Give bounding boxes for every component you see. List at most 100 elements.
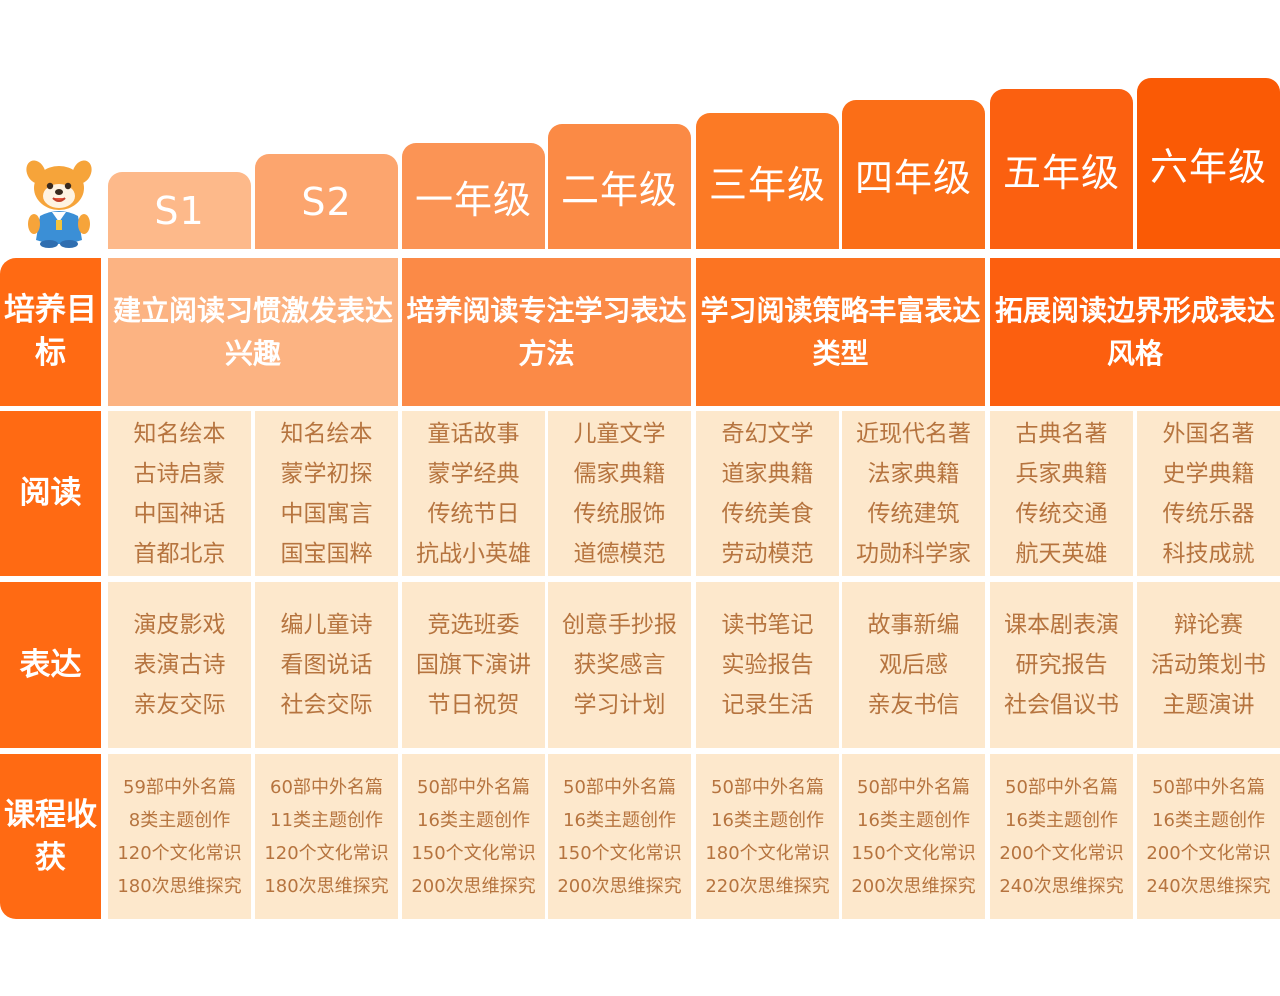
- reading-item: 儒家典籍: [573, 460, 666, 487]
- reading-item: 中国寓言: [280, 500, 373, 527]
- harvest-item: 150个文化常识: [411, 842, 536, 864]
- harvest-item: 200个文化常识: [1146, 842, 1271, 864]
- goal-cell-3: 学习阅读策略丰富表达类型: [696, 258, 985, 406]
- reading-item: 知名绘本: [280, 420, 373, 447]
- expression-item: 社会倡议书: [1004, 692, 1119, 718]
- expression-item: 读书笔记: [721, 612, 814, 638]
- expression-item: 故事新编: [867, 612, 960, 638]
- row-label-harvest: 课程收获: [0, 754, 101, 919]
- reading-item: 蒙学经典: [427, 460, 520, 487]
- reading-item: 功勋科学家: [856, 540, 971, 567]
- goal-line: 拓展阅读边界: [994, 293, 1163, 327]
- grade-header-8: 六年级: [1137, 78, 1280, 249]
- harvest-item: 16类主题创作: [1005, 809, 1118, 831]
- harvest-item: 8类主题创作: [128, 809, 231, 831]
- reading-item: 传统服饰: [573, 500, 666, 527]
- reading-item: 劳动模范: [721, 540, 814, 567]
- goal-text: 建立阅读习惯激发表达兴趣: [108, 289, 398, 376]
- harvest-item: 16类主题创作: [711, 809, 824, 831]
- row-label-line: 收获: [35, 796, 97, 876]
- reading-item: 史学典籍: [1162, 460, 1255, 487]
- reading-item: 首都北京: [133, 540, 226, 567]
- row-label-line: 目标: [35, 292, 97, 371]
- reading-cell-3: 童话故事蒙学经典传统节日抗战小英雄: [402, 411, 545, 576]
- expression-item: 记录生活: [721, 692, 814, 718]
- reading-item: 中国神话: [133, 500, 226, 527]
- harvest-item: 50部中外名篇: [1152, 776, 1265, 798]
- reading-item: 抗战小英雄: [416, 540, 531, 567]
- harvest-item: 200个文化常识: [999, 842, 1124, 864]
- dog-mascot-icon: [22, 158, 96, 248]
- row-label-line: 课程: [4, 796, 66, 833]
- harvest-item: 150个文化常识: [557, 842, 682, 864]
- harvest-item: 240次思维探究: [999, 875, 1124, 897]
- reading-cell-2: 知名绘本蒙学初探中国寓言国宝国粹: [255, 411, 398, 576]
- expression-cell-4: 创意手抄报获奖感言学习计划: [548, 582, 691, 748]
- reading-cell-4: 儿童文学儒家典籍传统服饰道德模范: [548, 411, 691, 576]
- expression-item: 辩论赛: [1174, 612, 1243, 638]
- reading-item: 奇幻文学: [721, 420, 814, 447]
- harvest-item: 200次思维探究: [411, 875, 536, 897]
- reading-cell-1: 知名绘本古诗启蒙中国神话首都北京: [108, 411, 251, 576]
- expression-cell-6: 故事新编观后感亲友书信: [842, 582, 985, 748]
- harvest-item: 150个文化常识: [851, 842, 976, 864]
- goal-line: 建立阅读习惯: [112, 293, 281, 327]
- expression-item: 演皮影戏: [133, 612, 226, 638]
- grade-header-6: 四年级: [842, 100, 985, 249]
- reading-item: 兵家典籍: [1015, 460, 1108, 487]
- reading-item: 传统美食: [721, 500, 814, 527]
- row-label-line: 培养: [4, 292, 66, 329]
- reading-item: 法家典籍: [867, 460, 960, 487]
- expression-cell-3: 竞选班委国旗下演讲节日祝贺: [402, 582, 545, 748]
- reading-item: 近现代名著: [856, 420, 971, 447]
- grade-header-4: 二年级: [548, 124, 691, 249]
- expression-item: 编儿童诗: [280, 612, 373, 638]
- row-label-text: 阅读: [20, 472, 82, 515]
- expression-cell-7: 课本剧表演研究报告社会倡议书: [990, 582, 1133, 748]
- expression-item: 节日祝贺: [427, 692, 520, 718]
- reading-item: 传统节日: [427, 500, 520, 527]
- row-label-expression: 表达: [0, 582, 101, 748]
- expression-item: 创意手抄报: [562, 612, 677, 638]
- goal-line: 丰富表达类型: [812, 293, 981, 370]
- expression-cell-5: 读书笔记实验报告记录生活: [696, 582, 839, 748]
- harvest-item: 50部中外名篇: [563, 776, 676, 798]
- expression-item: 表演古诗: [133, 652, 226, 678]
- reading-item: 古诗启蒙: [133, 460, 226, 487]
- expression-item: 实验报告: [721, 652, 814, 678]
- grade-header-7: 五年级: [990, 89, 1133, 249]
- goal-line: 学习表达方法: [518, 293, 687, 370]
- expression-cell-8: 辩论赛活动策划书主题演讲: [1137, 582, 1280, 748]
- expression-item: 课本剧表演: [1004, 612, 1119, 638]
- expression-item: 观后感: [879, 652, 948, 678]
- reading-item: 传统交通: [1015, 500, 1108, 527]
- reading-item: 航天英雄: [1015, 540, 1108, 567]
- reading-item: 国宝国粹: [280, 540, 373, 567]
- reading-item: 外国名著: [1162, 420, 1255, 447]
- row-label-text: 课程收获: [0, 794, 101, 880]
- row-label-line: 表达: [19, 646, 82, 683]
- reading-item: 知名绘本: [133, 420, 226, 447]
- expression-item: 主题演讲: [1162, 692, 1255, 718]
- grade-header-5: 三年级: [696, 113, 839, 249]
- harvest-item: 180次思维探究: [117, 875, 242, 897]
- harvest-item: 240次思维探究: [1146, 875, 1271, 897]
- row-label-reading: 阅读: [0, 411, 101, 576]
- grade-header-3: 一年级: [402, 143, 545, 249]
- reading-item: 童话故事: [427, 420, 520, 447]
- goal-text: 学习阅读策略丰富表达类型: [696, 289, 985, 376]
- expression-item: 竞选班委: [427, 612, 520, 638]
- harvest-item: 60部中外名篇: [270, 776, 383, 798]
- reading-item: 道家典籍: [721, 460, 814, 487]
- expression-item: 活动策划书: [1151, 652, 1266, 678]
- harvest-item: 59部中外名篇: [123, 776, 236, 798]
- expression-item: 看图说话: [280, 652, 373, 678]
- harvest-item: 16类主题创作: [417, 809, 530, 831]
- reading-cell-8: 外国名著史学典籍传统乐器科技成就: [1137, 411, 1280, 576]
- goal-line: 形成表达风格: [1106, 293, 1276, 370]
- harvest-item: 50部中外名篇: [857, 776, 970, 798]
